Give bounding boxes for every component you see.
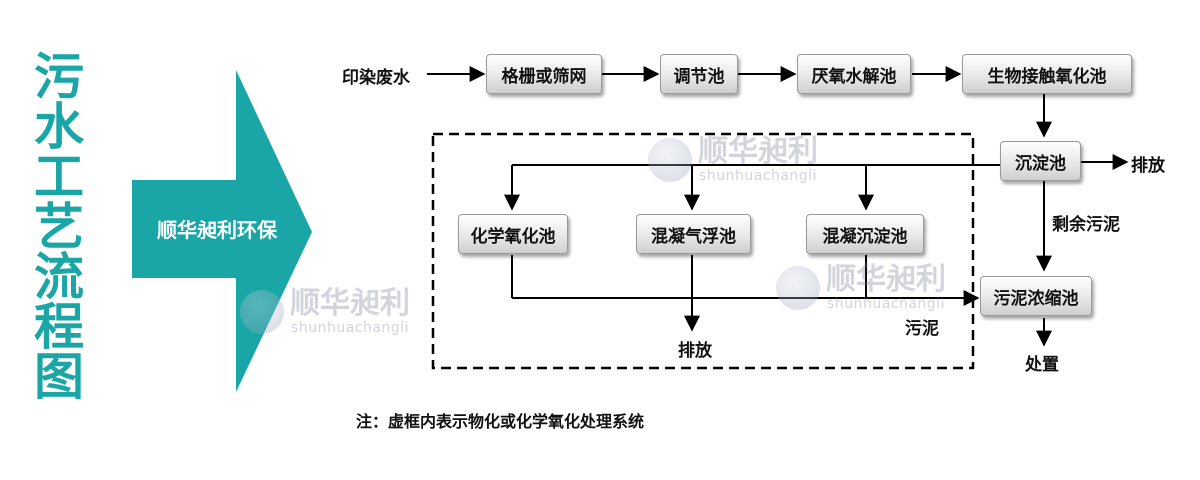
node-sludge-thickener: 污泥浓缩池 (980, 276, 1092, 316)
watermark-pinyin: shunhuachangli (827, 296, 945, 312)
excess-sludge-label: 剩余污泥 (1052, 215, 1120, 235)
sludge-box-label: 污泥 (905, 319, 939, 339)
title-char: 程 (34, 298, 84, 356)
node-coag-sed: 混凝沉淀池 (806, 214, 924, 254)
node-grille: 格栅或筛网 (486, 54, 602, 94)
title-char: 流 (34, 248, 84, 306)
physchem-system-box (431, 132, 975, 370)
node-hydrolysis: 厌氧水解池 (797, 54, 911, 94)
node-coag-float: 混凝气浮池 (636, 214, 751, 254)
watermark-pinyin: shunhuachangli (699, 168, 817, 184)
source-label: 印染废水 (342, 68, 410, 88)
watermark-pinyin: shunhuachangli (291, 320, 409, 336)
node-biocontact: 生物接触氧化池 (962, 54, 1132, 94)
brand-label: 顺华昶利环保 (157, 218, 277, 242)
diagram-title: 污水工艺流程图 (30, 52, 88, 402)
watermark-cn: 顺华昶利 (698, 134, 818, 169)
watermark-logo-icon (776, 266, 820, 310)
title-char: 水 (34, 98, 84, 156)
title-char: 工 (34, 148, 84, 206)
disposal-label: 处置 (1025, 355, 1059, 375)
title-char: 艺 (34, 198, 84, 256)
watermark-logo-icon (648, 138, 692, 182)
title-char: 图 (34, 348, 84, 406)
brand-arrow-shape (132, 70, 312, 392)
watermark-logo-icon (240, 290, 284, 334)
discharge-box-label: 排放 (678, 341, 712, 361)
node-chem-oxidation: 化学氧化池 (458, 214, 568, 254)
watermark-cn: 顺华昶利 (290, 286, 410, 321)
node-sedimentation: 沉淀池 (1000, 141, 1081, 181)
watermark-cn: 顺华昶利 (826, 262, 946, 297)
title-char: 污 (34, 48, 84, 106)
footnote: 注：虚框内表示物化或化学氧化处理系统 (356, 412, 645, 431)
discharge-main-label: 排放 (1131, 156, 1165, 176)
node-equalization: 调节池 (660, 54, 738, 94)
